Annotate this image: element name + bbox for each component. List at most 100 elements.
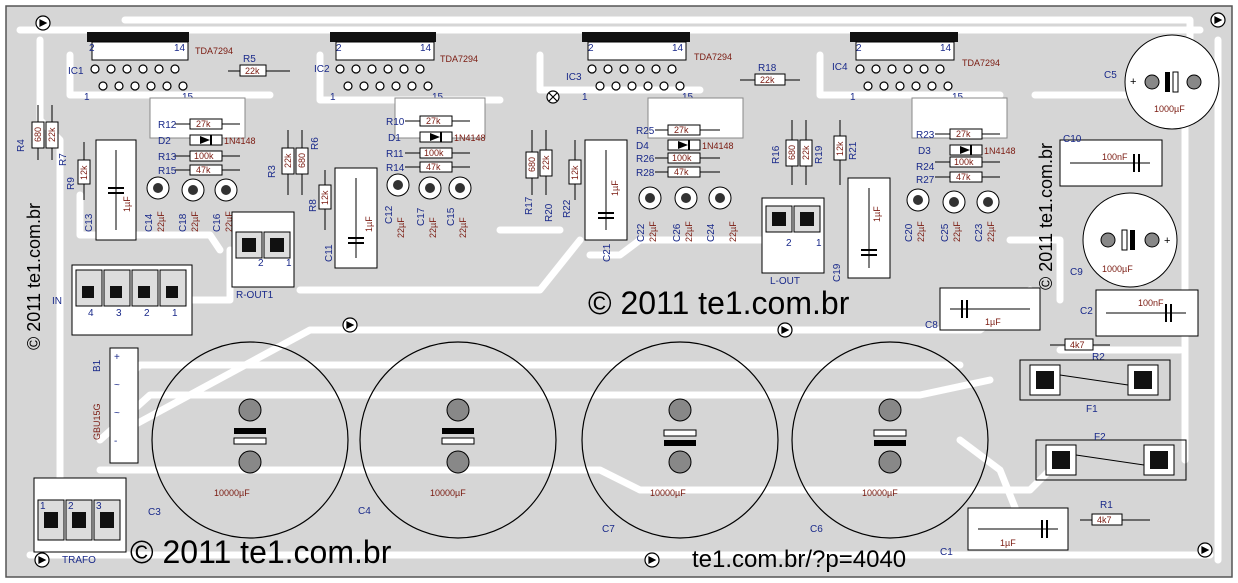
svg-text:100nF: 100nF — [1138, 298, 1164, 308]
mount-hole-icon — [1210, 12, 1226, 28]
svg-text:1N4148: 1N4148 — [984, 146, 1016, 156]
svg-text:C6: C6 — [810, 524, 823, 535]
svg-text:2: 2 — [68, 501, 74, 512]
svg-text:100k: 100k — [194, 151, 214, 161]
svg-text:47k: 47k — [196, 165, 211, 175]
svg-text:C12: C12 — [384, 205, 395, 224]
in-label: IN — [52, 296, 62, 307]
svg-text:C19: C19 — [832, 263, 843, 282]
copyright-bottom: © 2011 te1.com.br — [130, 534, 392, 570]
svg-text:22µF: 22µF — [952, 221, 962, 242]
svg-text:1: 1 — [816, 238, 822, 249]
svg-text:R12: R12 — [158, 120, 177, 131]
svg-text:C13: C13 — [84, 213, 95, 232]
svg-text:R28: R28 — [636, 168, 655, 179]
svg-text:~: ~ — [114, 408, 120, 419]
svg-text:100nF: 100nF — [1102, 152, 1128, 162]
lout-label: L-OUT — [770, 276, 800, 287]
svg-text:R13: R13 — [158, 152, 177, 163]
fuses: F1 F2 — [1019, 359, 1187, 481]
mounting-holes — [34, 12, 1226, 568]
ic4-pin14: 14 — [940, 43, 952, 54]
svg-text:680: 680 — [787, 145, 797, 160]
svg-text:22µF: 22µF — [458, 217, 468, 238]
svg-text:C2: C2 — [1080, 306, 1093, 317]
svg-text:C15: C15 — [446, 207, 457, 226]
cap-c19: C19 1µF — [832, 177, 891, 282]
svg-text:C4: C4 — [358, 506, 371, 517]
svg-text:1µF: 1µF — [872, 206, 882, 222]
svg-text:R11: R11 — [386, 149, 404, 160]
ic2-part: TDA7294 — [440, 54, 478, 64]
svg-text:10000µF: 10000µF — [650, 488, 686, 498]
svg-text:C7: C7 — [602, 524, 615, 535]
svg-text:~: ~ — [114, 380, 120, 391]
ic4-pin2: 2 — [856, 43, 862, 54]
svg-text:C17: C17 — [416, 207, 427, 226]
svg-text:F1: F1 — [1086, 404, 1098, 415]
svg-text:680: 680 — [297, 153, 307, 168]
resistor-r18: R18 22k — [740, 63, 800, 86]
svg-text:1µF: 1µF — [1000, 538, 1016, 548]
resistor-r5: R5 22k — [228, 54, 290, 77]
ic1-pin14: 14 — [174, 43, 186, 54]
cap-c2: C2 100nF — [1080, 289, 1199, 337]
svg-text:4k7: 4k7 — [1097, 515, 1112, 525]
svg-text:+: + — [1130, 76, 1136, 88]
svg-text:R10: R10 — [386, 117, 405, 128]
svg-text:4k7: 4k7 — [1070, 340, 1085, 350]
svg-text:R20: R20 — [544, 203, 555, 222]
svg-text:10000µF: 10000µF — [430, 488, 466, 498]
svg-text:R9: R9 — [66, 177, 77, 190]
ic2-pin14: 14 — [420, 43, 432, 54]
svg-text:22µF: 22µF — [190, 211, 200, 232]
ic1-pin1: 1 — [84, 92, 90, 103]
svg-text:2: 2 — [144, 308, 150, 319]
mount-hole-icon — [34, 552, 50, 568]
svg-text:100k: 100k — [424, 148, 444, 158]
ic4-ref: IC4 — [832, 62, 848, 73]
svg-text:C21: C21 — [602, 243, 613, 262]
svg-text:22µF: 22µF — [224, 211, 234, 232]
copyright-main: © 2011 te1.com.br — [588, 285, 850, 321]
svg-text:R16: R16 — [771, 145, 782, 164]
svg-text:1000µF: 1000µF — [1102, 264, 1133, 274]
svg-text:22µF: 22µF — [648, 221, 658, 242]
svg-text:R19: R19 — [814, 145, 825, 164]
svg-text:R23: R23 — [916, 130, 935, 141]
trafo-label: TRAFO — [62, 555, 96, 566]
svg-text:R18: R18 — [758, 63, 777, 74]
svg-text:22k: 22k — [47, 127, 57, 142]
svg-text:D3: D3 — [918, 146, 931, 157]
svg-text:1N4148: 1N4148 — [702, 141, 734, 151]
svg-text:C14: C14 — [144, 213, 155, 232]
svg-text:12k: 12k — [835, 141, 845, 156]
copyright-left: © 2011 te1.com.br — [24, 203, 44, 350]
svg-text:R17: R17 — [524, 196, 535, 215]
ic2-ref: IC2 — [314, 64, 330, 75]
svg-text:1: 1 — [286, 258, 292, 269]
